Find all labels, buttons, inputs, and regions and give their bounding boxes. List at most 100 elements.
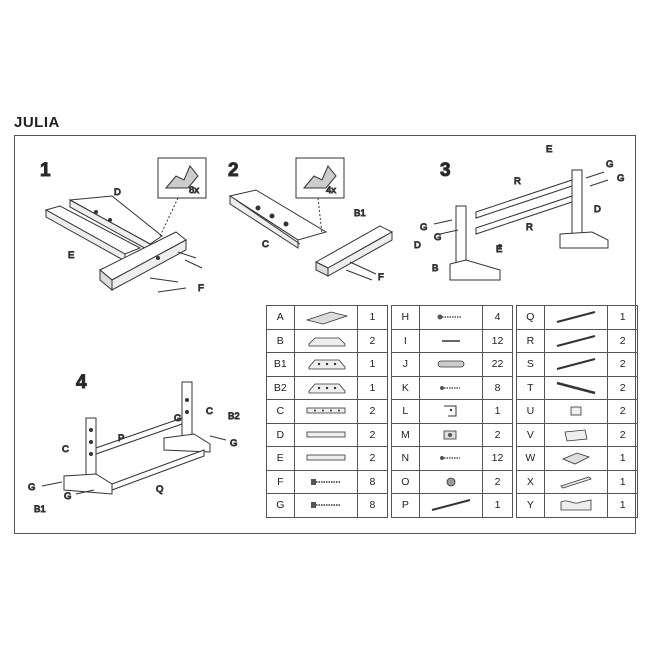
- step-3-drawing: [433, 169, 609, 281]
- cam-lock-icon: [418, 422, 484, 447]
- step-2-label-b1: B1: [354, 208, 366, 219]
- step-1-label-d: D: [114, 187, 121, 198]
- drilled-beam-icon: [293, 399, 359, 424]
- foot-base-icon: [293, 328, 359, 353]
- step-4-number: 4: [76, 372, 87, 393]
- part-id: J: [391, 352, 420, 377]
- small-panel-icon: [543, 422, 609, 447]
- column-gap: [386, 352, 393, 376]
- part-id: E: [266, 446, 295, 471]
- part-id: V: [516, 422, 545, 447]
- part-id: L: [391, 399, 420, 424]
- step-3-label-e-mid: E: [496, 244, 502, 255]
- foot-base-holes-icon: [293, 375, 359, 400]
- part-id: T: [516, 375, 545, 400]
- small-block-icon: [543, 399, 609, 424]
- screw-icon: [418, 446, 484, 471]
- step-2-number: 2: [228, 160, 239, 181]
- step-1-label-e: E: [68, 250, 74, 261]
- part-id: D: [266, 422, 295, 447]
- step-2-count: 4x: [326, 185, 336, 196]
- step-3-label-g-2: G: [617, 173, 624, 184]
- part-id: H: [391, 305, 420, 330]
- column-gap: [511, 493, 518, 517]
- step-1-number: 1: [40, 160, 51, 181]
- step-4-label-g-bottom: G: [64, 491, 71, 502]
- step-4-label-b2: B2: [228, 411, 240, 422]
- shaped-panel-icon: [543, 493, 609, 518]
- part-id: B2: [266, 375, 295, 400]
- part-id: O: [391, 469, 420, 494]
- part-id: B1: [266, 352, 295, 377]
- part-quantity: 1: [607, 469, 638, 494]
- step-4-label-c-right: C: [206, 406, 213, 417]
- part-quantity: 4: [482, 305, 513, 330]
- step-2-label-c: C: [262, 239, 269, 250]
- step-2-label-f: F: [378, 272, 384, 283]
- square-panel-icon: [543, 446, 609, 471]
- part-id: I: [391, 328, 420, 353]
- step-2-drawing: [228, 157, 394, 281]
- column-gap: [386, 305, 393, 329]
- part-quantity: 2: [482, 422, 513, 447]
- step-1-drawing: [44, 157, 207, 293]
- bracket-icon: [418, 399, 484, 424]
- part-quantity: 1: [482, 399, 513, 424]
- column-gap: [511, 399, 518, 423]
- long-rod-icon: [543, 352, 609, 377]
- column-gap: [511, 305, 518, 329]
- part-quantity: 1: [607, 305, 638, 330]
- step-3-number: 3: [440, 160, 451, 181]
- cap-icon: [418, 469, 484, 494]
- part-quantity: 2: [357, 446, 388, 471]
- beam-icon: [293, 446, 359, 471]
- flat-panel-icon: [293, 305, 359, 330]
- step-3-label-r-2: R: [526, 222, 533, 233]
- part-id: C: [266, 399, 295, 424]
- step-3-label-d-right: D: [594, 204, 601, 215]
- step-3-label-r-1: R: [514, 176, 521, 187]
- part-quantity: 2: [607, 352, 638, 377]
- part-id: K: [391, 375, 420, 400]
- step-4-label-p: P: [118, 433, 124, 444]
- column-gap: [511, 470, 518, 494]
- step-4-label-c-left: C: [62, 444, 69, 455]
- part-id: R: [516, 328, 545, 353]
- part-quantity: 8: [482, 375, 513, 400]
- part-id: P: [391, 493, 420, 518]
- column-gap: [386, 493, 393, 517]
- column-gap: [511, 329, 518, 353]
- column-gap: [511, 423, 518, 447]
- step-3-label-g-4: G: [434, 232, 441, 243]
- step-3-label-g-1: G: [606, 159, 613, 170]
- part-quantity: 12: [482, 328, 513, 353]
- part-id: S: [516, 352, 545, 377]
- step-4-label-q: Q: [156, 484, 163, 495]
- part-quantity: 2: [357, 422, 388, 447]
- step-4-label-b1: B1: [34, 504, 46, 515]
- part-id: W: [516, 446, 545, 471]
- part-quantity: 1: [357, 375, 388, 400]
- long-rod-icon: [543, 328, 609, 353]
- part-quantity: 2: [607, 399, 638, 424]
- step-3-label-g-3: G: [420, 222, 427, 233]
- part-quantity: 1: [607, 493, 638, 518]
- screw-icon: [418, 375, 484, 400]
- column-gap: [511, 446, 518, 470]
- column-gap: [386, 423, 393, 447]
- part-id: B: [266, 328, 295, 353]
- column-gap: [386, 329, 393, 353]
- bolt-icon: [293, 469, 359, 494]
- wood-dowel-icon: [418, 352, 484, 377]
- document-title: JULIA: [14, 114, 60, 131]
- slat-icon: [543, 469, 609, 494]
